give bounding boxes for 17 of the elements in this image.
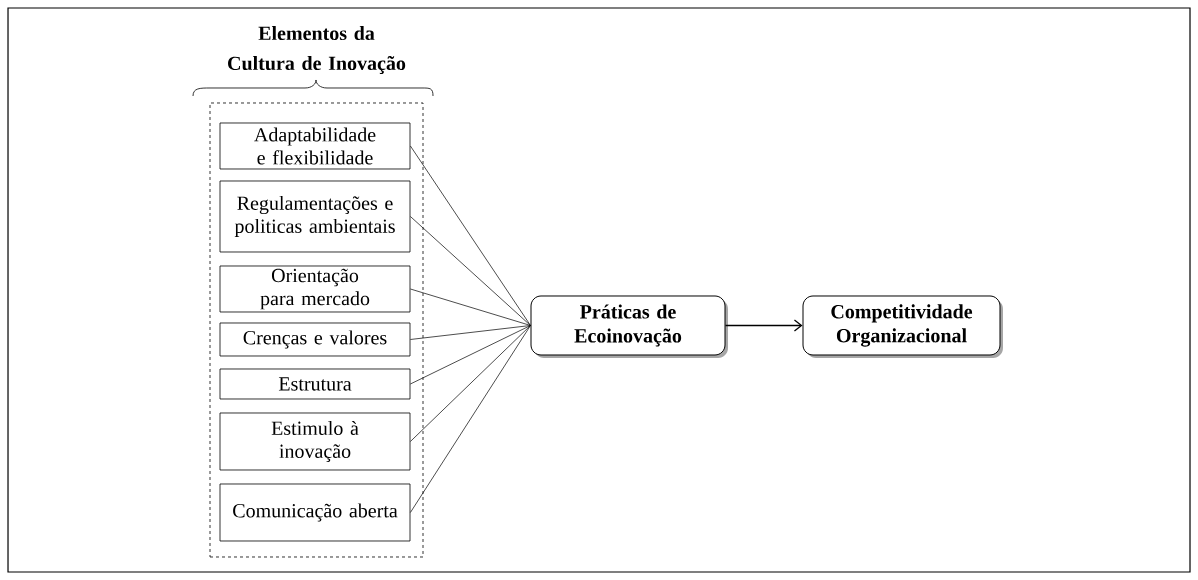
element-box: Orientação para mercado xyxy=(219,265,411,313)
rounded-box: Práticas de Ecoinovação xyxy=(530,295,728,358)
element-box: Adaptabilidade e flexibilidade xyxy=(219,122,411,170)
connector-line xyxy=(410,288,531,326)
element-box: Estrutura xyxy=(219,368,411,400)
connector-line xyxy=(410,216,531,326)
rounded-box: Competitividade Organizacional xyxy=(802,295,1003,358)
element-box: Regulamentações e politicas ambientais xyxy=(219,180,411,253)
node-label: Elementos da Cultura de Inovação xyxy=(228,25,406,74)
connector-line xyxy=(410,325,531,513)
connector-line xyxy=(410,325,531,340)
element-box: Crenças e valores xyxy=(219,322,411,357)
connector-line xyxy=(410,325,531,385)
connector-line xyxy=(410,325,531,442)
element-box: Estimulo à inovação xyxy=(219,412,411,471)
element-box: Comunicação aberta xyxy=(219,483,411,542)
connector-line xyxy=(724,319,803,332)
